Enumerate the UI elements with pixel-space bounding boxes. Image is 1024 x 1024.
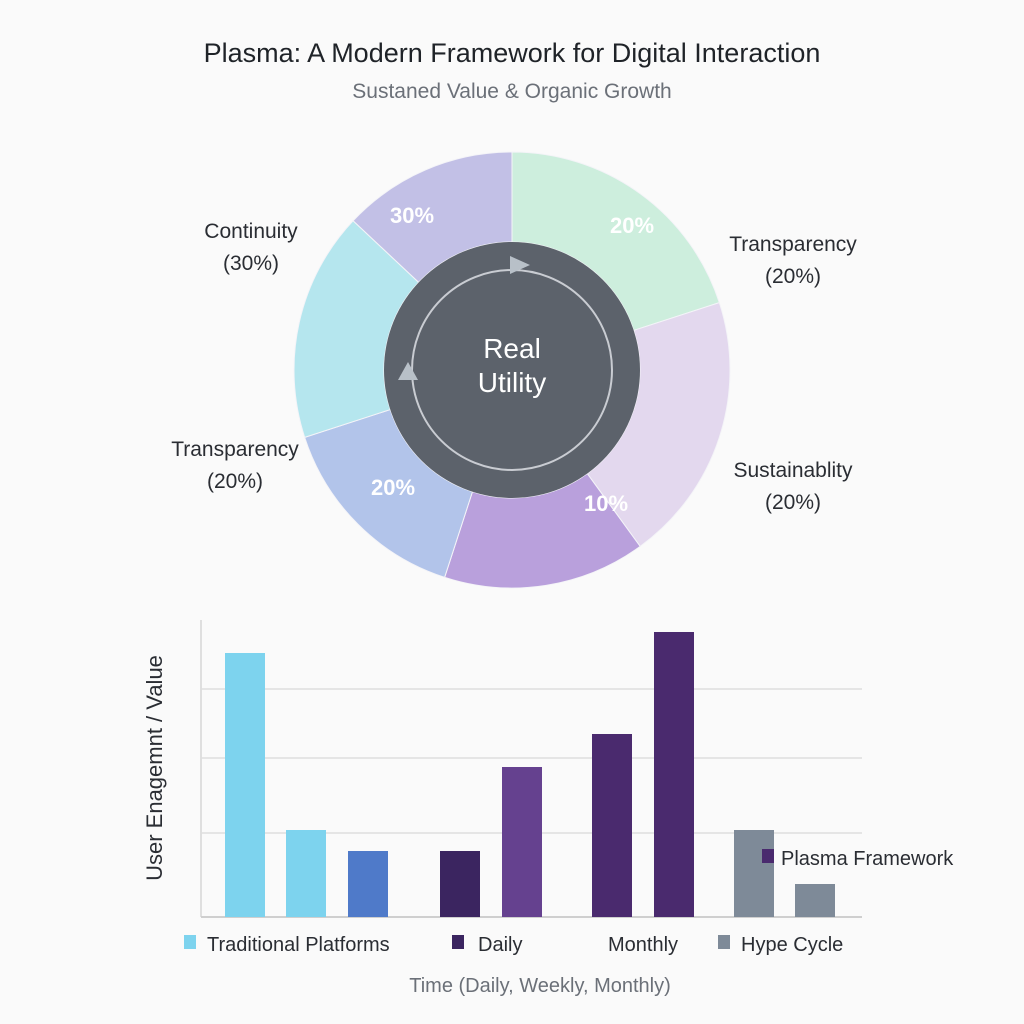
slice-pct-label: 20% xyxy=(610,213,654,238)
chart-subtitle: Sustaned Value & Organic Growth xyxy=(352,80,672,103)
outer-label-name: Transparency xyxy=(729,233,857,256)
outer-label-pct: (20%) xyxy=(206,470,264,493)
center-label: Utility xyxy=(478,367,546,398)
slice-pct-label: 20% xyxy=(371,475,415,500)
legend-label: Daily xyxy=(478,934,522,956)
outer-label-sustainability: Sustainablity (20%) xyxy=(693,455,893,519)
bar xyxy=(734,830,774,917)
legend-swatch xyxy=(762,849,774,863)
outer-label-name: Sustainablity xyxy=(733,459,853,482)
outer-label-pct: (30%) xyxy=(222,252,280,275)
y-axis-label: User Enagemnt / Value xyxy=(142,655,167,881)
outer-label-transparency-left: Transparency (20%) xyxy=(135,434,335,498)
outer-label-continuity: Continuity (30%) xyxy=(151,216,351,280)
legend-label: Plasma Framework xyxy=(781,848,954,870)
outer-label-transparency-right: Transparency (20%) xyxy=(693,229,893,293)
bar xyxy=(795,884,835,917)
cycle-arrow-icon xyxy=(398,362,418,380)
outer-label-pct: (20%) xyxy=(764,491,822,514)
legend-swatch xyxy=(718,935,730,949)
slice-pct-label: 30% xyxy=(390,203,434,228)
bar xyxy=(592,734,632,917)
legend-label: Monthly xyxy=(608,934,678,956)
center-hub xyxy=(384,242,640,498)
bar xyxy=(502,767,542,917)
center-label: Real xyxy=(483,333,541,364)
chart-title: Plasma: A Modern Framework for Digital I… xyxy=(203,38,821,68)
legend-swatch xyxy=(452,935,464,949)
outer-label-pct: (20%) xyxy=(764,265,822,288)
bar xyxy=(348,851,388,917)
legend-label: Hype Cycle xyxy=(741,934,843,956)
x-axis-label: Time (Daily, Weekly, Monthly) xyxy=(409,975,671,997)
outer-label-name: Transparency xyxy=(171,438,299,461)
legend-label: Traditional Platforms xyxy=(207,934,390,956)
cycle-arrow-icon xyxy=(510,256,530,274)
bar xyxy=(654,632,694,917)
bar xyxy=(225,653,265,917)
bar xyxy=(286,830,326,917)
legend-swatch xyxy=(184,935,196,949)
slice-pct-label: 10% xyxy=(584,491,628,516)
outer-label-name: Continuity xyxy=(204,220,298,243)
bar xyxy=(440,851,480,917)
